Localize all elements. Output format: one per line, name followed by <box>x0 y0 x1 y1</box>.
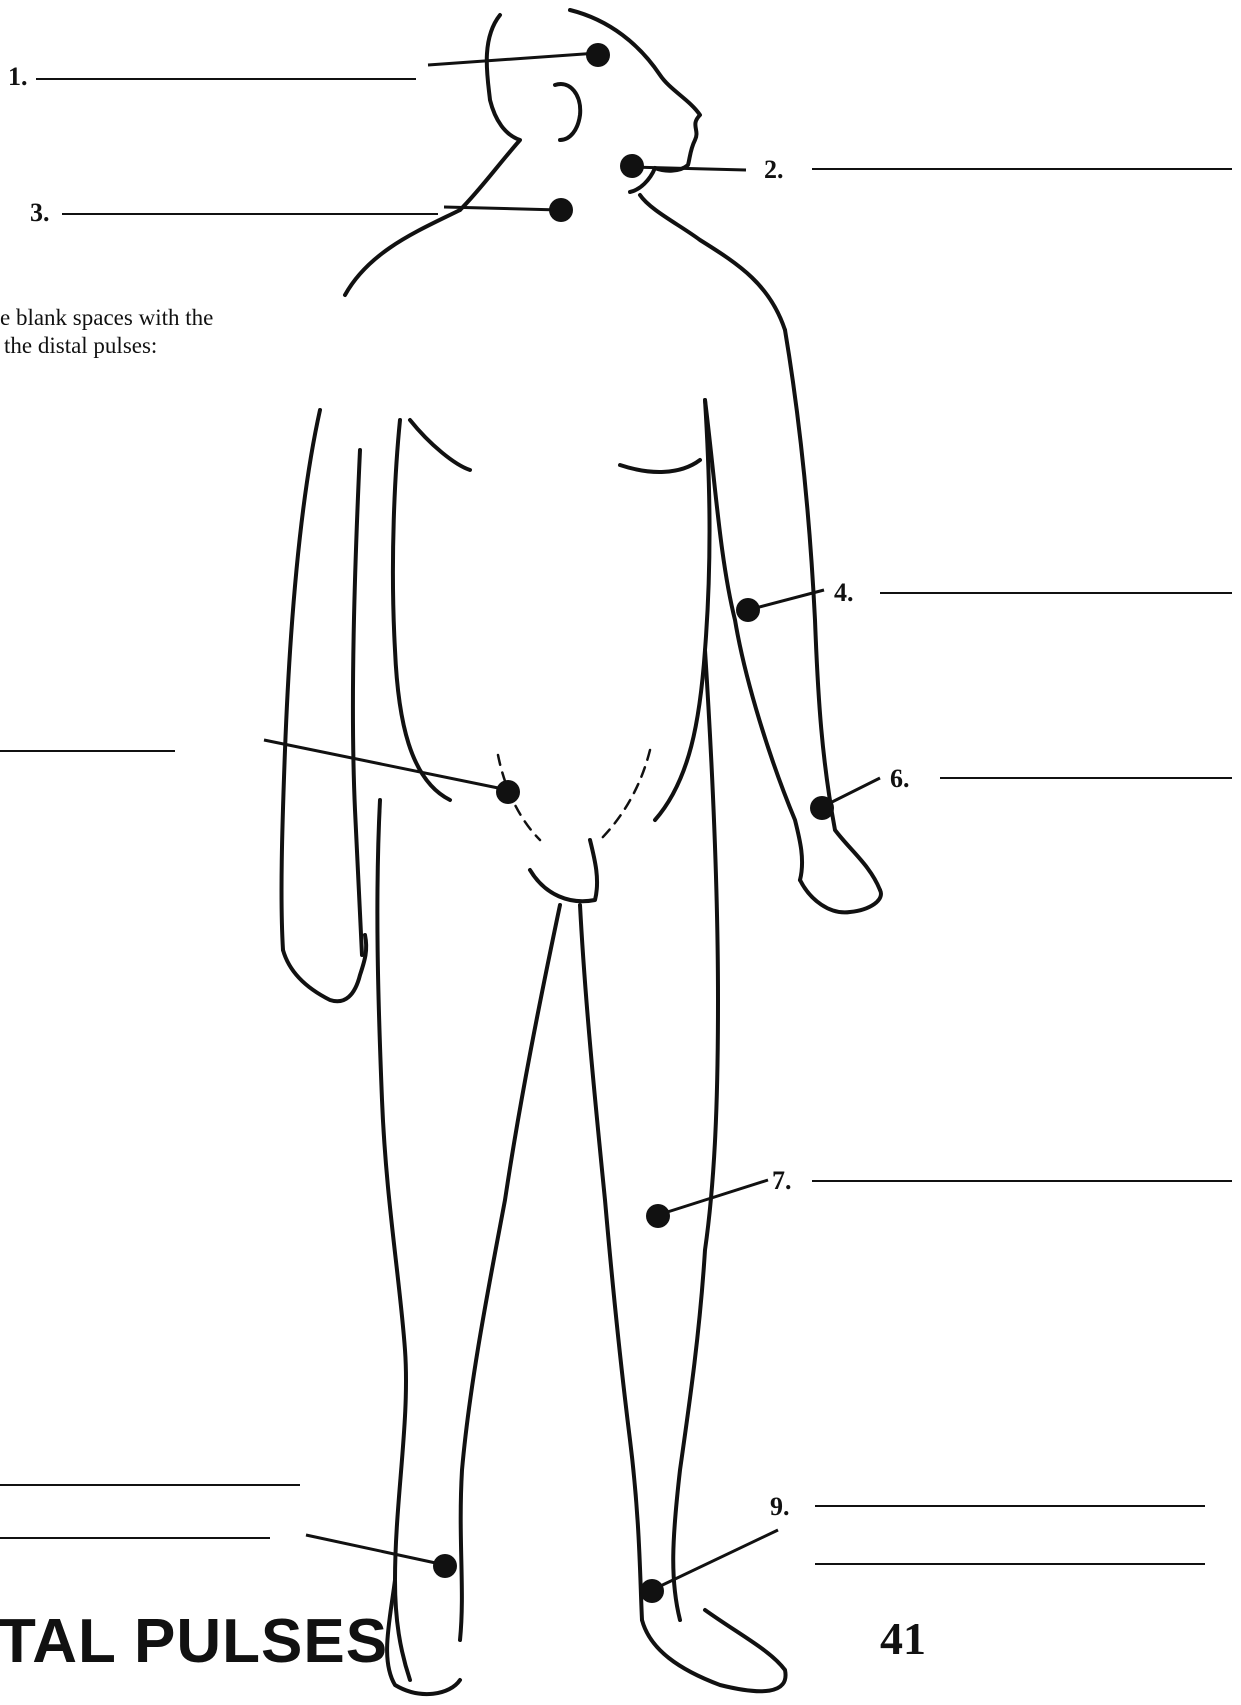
pulse-point-popliteal <box>646 1204 670 1228</box>
answer-blank-1[interactable] <box>36 78 416 80</box>
answer-blank-4[interactable] <box>880 592 1232 594</box>
torso-left <box>393 420 450 800</box>
pulse-point-femoral <box>496 780 520 804</box>
ear <box>555 84 580 140</box>
pulse-point-brachial <box>736 598 760 622</box>
right-hand <box>800 880 881 912</box>
right-leg-outer <box>673 650 718 1620</box>
pulse-point-dorsalis-pedis <box>640 1579 664 1603</box>
answer-blank-8a[interactable] <box>0 1484 300 1486</box>
answer-blank-9a[interactable] <box>815 1505 1205 1507</box>
neck-right <box>640 195 785 330</box>
right-leg-inner <box>580 905 642 1620</box>
pulse-point-facial <box>620 154 644 178</box>
instructions-text: e blank spaces with the the distal pulse… <box>0 304 213 360</box>
pulse-point-posterior-tibial <box>433 1554 457 1578</box>
page-number: 41 <box>880 1612 926 1665</box>
head-outline <box>460 15 520 210</box>
left-leg-inner <box>460 905 560 1640</box>
left-hand <box>283 935 366 1001</box>
pulse-point-carotid <box>549 198 573 222</box>
left-arm-outer <box>282 410 320 950</box>
answer-blank-3[interactable] <box>62 213 438 215</box>
left-arm-inner <box>353 450 362 955</box>
label-2: 2. <box>764 155 784 185</box>
answer-blank-2[interactable] <box>812 168 1232 170</box>
torso-right <box>655 400 710 820</box>
instructions-line-1: e blank spaces with the <box>0 304 213 332</box>
label-1: 1. <box>8 62 28 92</box>
leader-5 <box>264 740 508 790</box>
pulse-point-temporal <box>586 43 610 67</box>
leader-1 <box>428 53 598 65</box>
answer-blank-8b[interactable] <box>0 1537 270 1539</box>
page-title: TAL PULSES <box>0 1606 388 1677</box>
leader-8 <box>306 1535 445 1565</box>
groin-dash-right <box>600 750 650 840</box>
label-9: 9. <box>770 1492 790 1522</box>
crotch <box>530 840 597 901</box>
chest-line <box>620 460 700 472</box>
label-6: 6. <box>890 764 910 794</box>
pec-left <box>410 420 470 470</box>
label-7: 7. <box>772 1166 792 1196</box>
answer-blank-6[interactable] <box>940 777 1232 779</box>
neck-left <box>345 210 460 295</box>
right-arm-inner <box>705 400 802 880</box>
pulse-point-radial <box>810 796 834 820</box>
leader-2 <box>632 167 746 170</box>
instructions-line-2: the distal pulses: <box>0 332 213 360</box>
leader-9 <box>652 1530 778 1590</box>
answer-blank-9b[interactable] <box>815 1563 1205 1565</box>
answer-blank-5[interactable] <box>0 750 175 752</box>
label-3: 3. <box>30 198 50 228</box>
left-leg-outer <box>377 800 410 1680</box>
answer-blank-7[interactable] <box>812 1180 1232 1182</box>
label-4: 4. <box>834 578 854 608</box>
right-foot <box>642 1610 786 1691</box>
